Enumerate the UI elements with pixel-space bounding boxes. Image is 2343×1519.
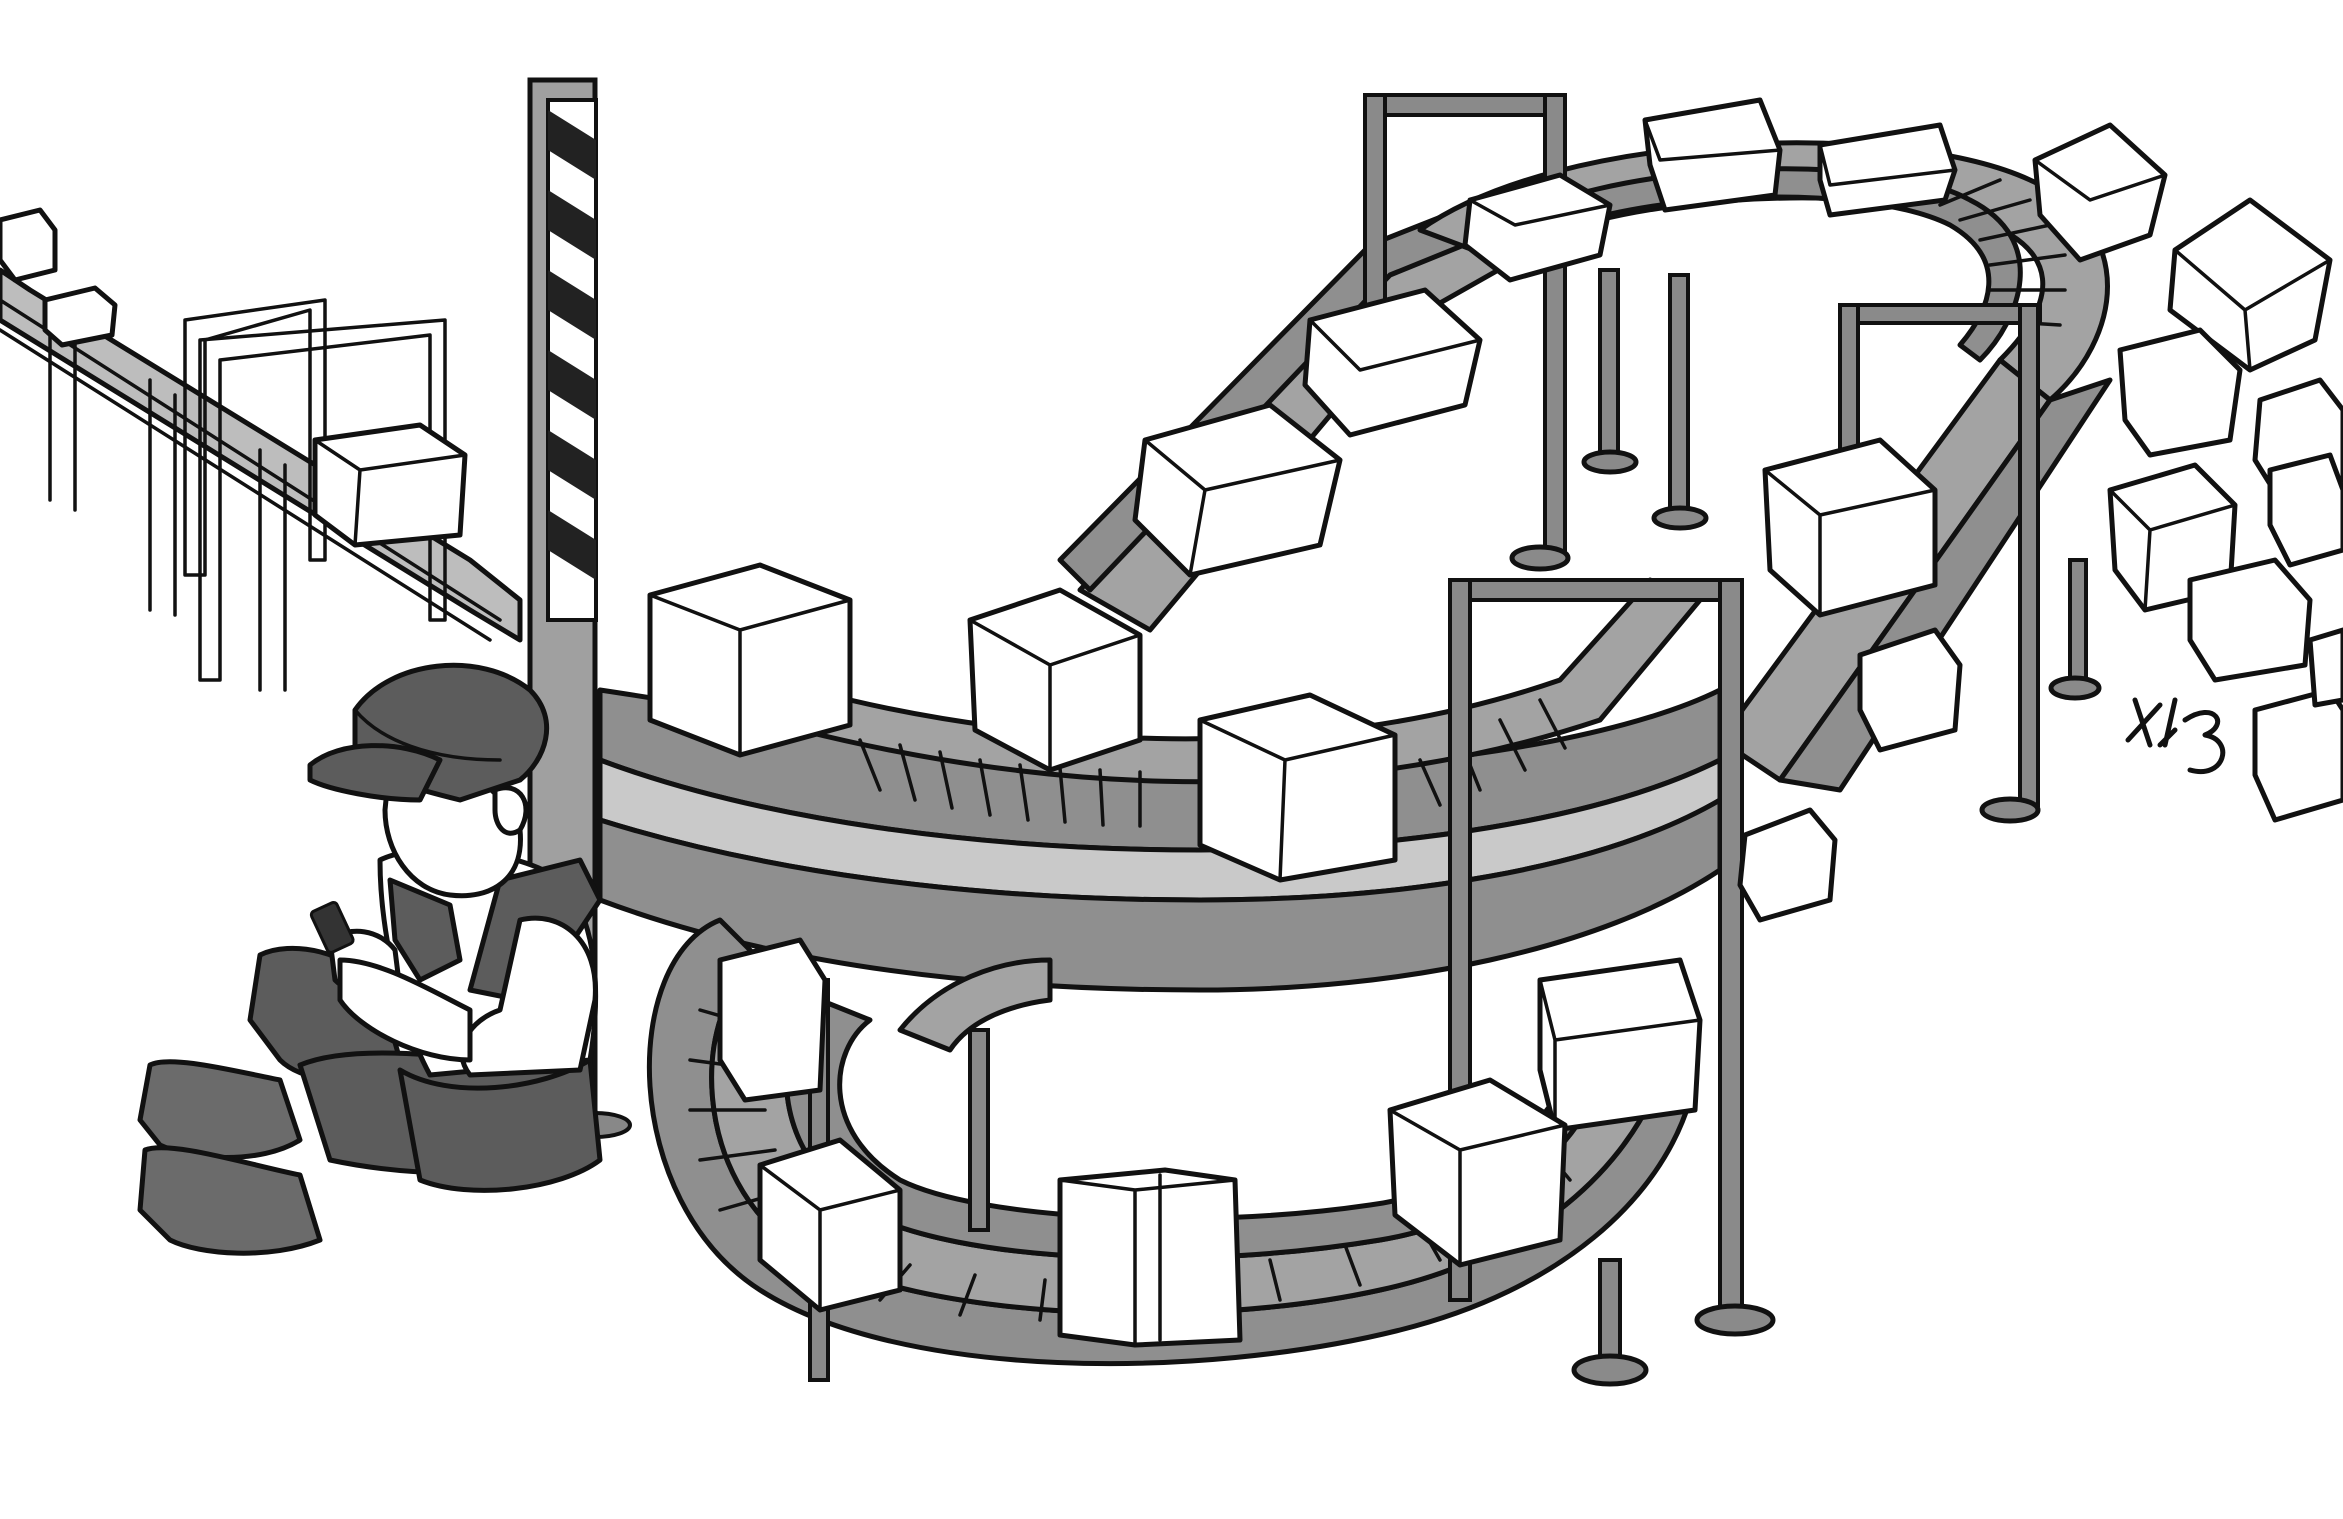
box [967, 587, 1143, 773]
box [757, 1137, 903, 1313]
box [1387, 1077, 1568, 1268]
box [1817, 122, 1958, 218]
box [1132, 402, 1343, 578]
box [1462, 172, 1613, 283]
box [1197, 692, 1398, 883]
artist-signature [2125, 697, 2226, 775]
box-pile [2107, 197, 2343, 823]
box [647, 562, 853, 758]
worker-sitting [137, 662, 603, 1256]
box [1642, 97, 1783, 213]
box [1302, 287, 1483, 438]
background-boxes [0, 207, 468, 548]
box [717, 937, 828, 1103]
cardboard-boxes [647, 97, 2343, 1348]
box [1737, 807, 1838, 923]
box [1857, 627, 1963, 753]
box [1537, 957, 1703, 1133]
box [1057, 1167, 1243, 1348]
striped-pole [527, 77, 632, 1139]
box [2032, 122, 2168, 263]
background-conveyor [0, 207, 523, 692]
box [1762, 437, 1938, 618]
